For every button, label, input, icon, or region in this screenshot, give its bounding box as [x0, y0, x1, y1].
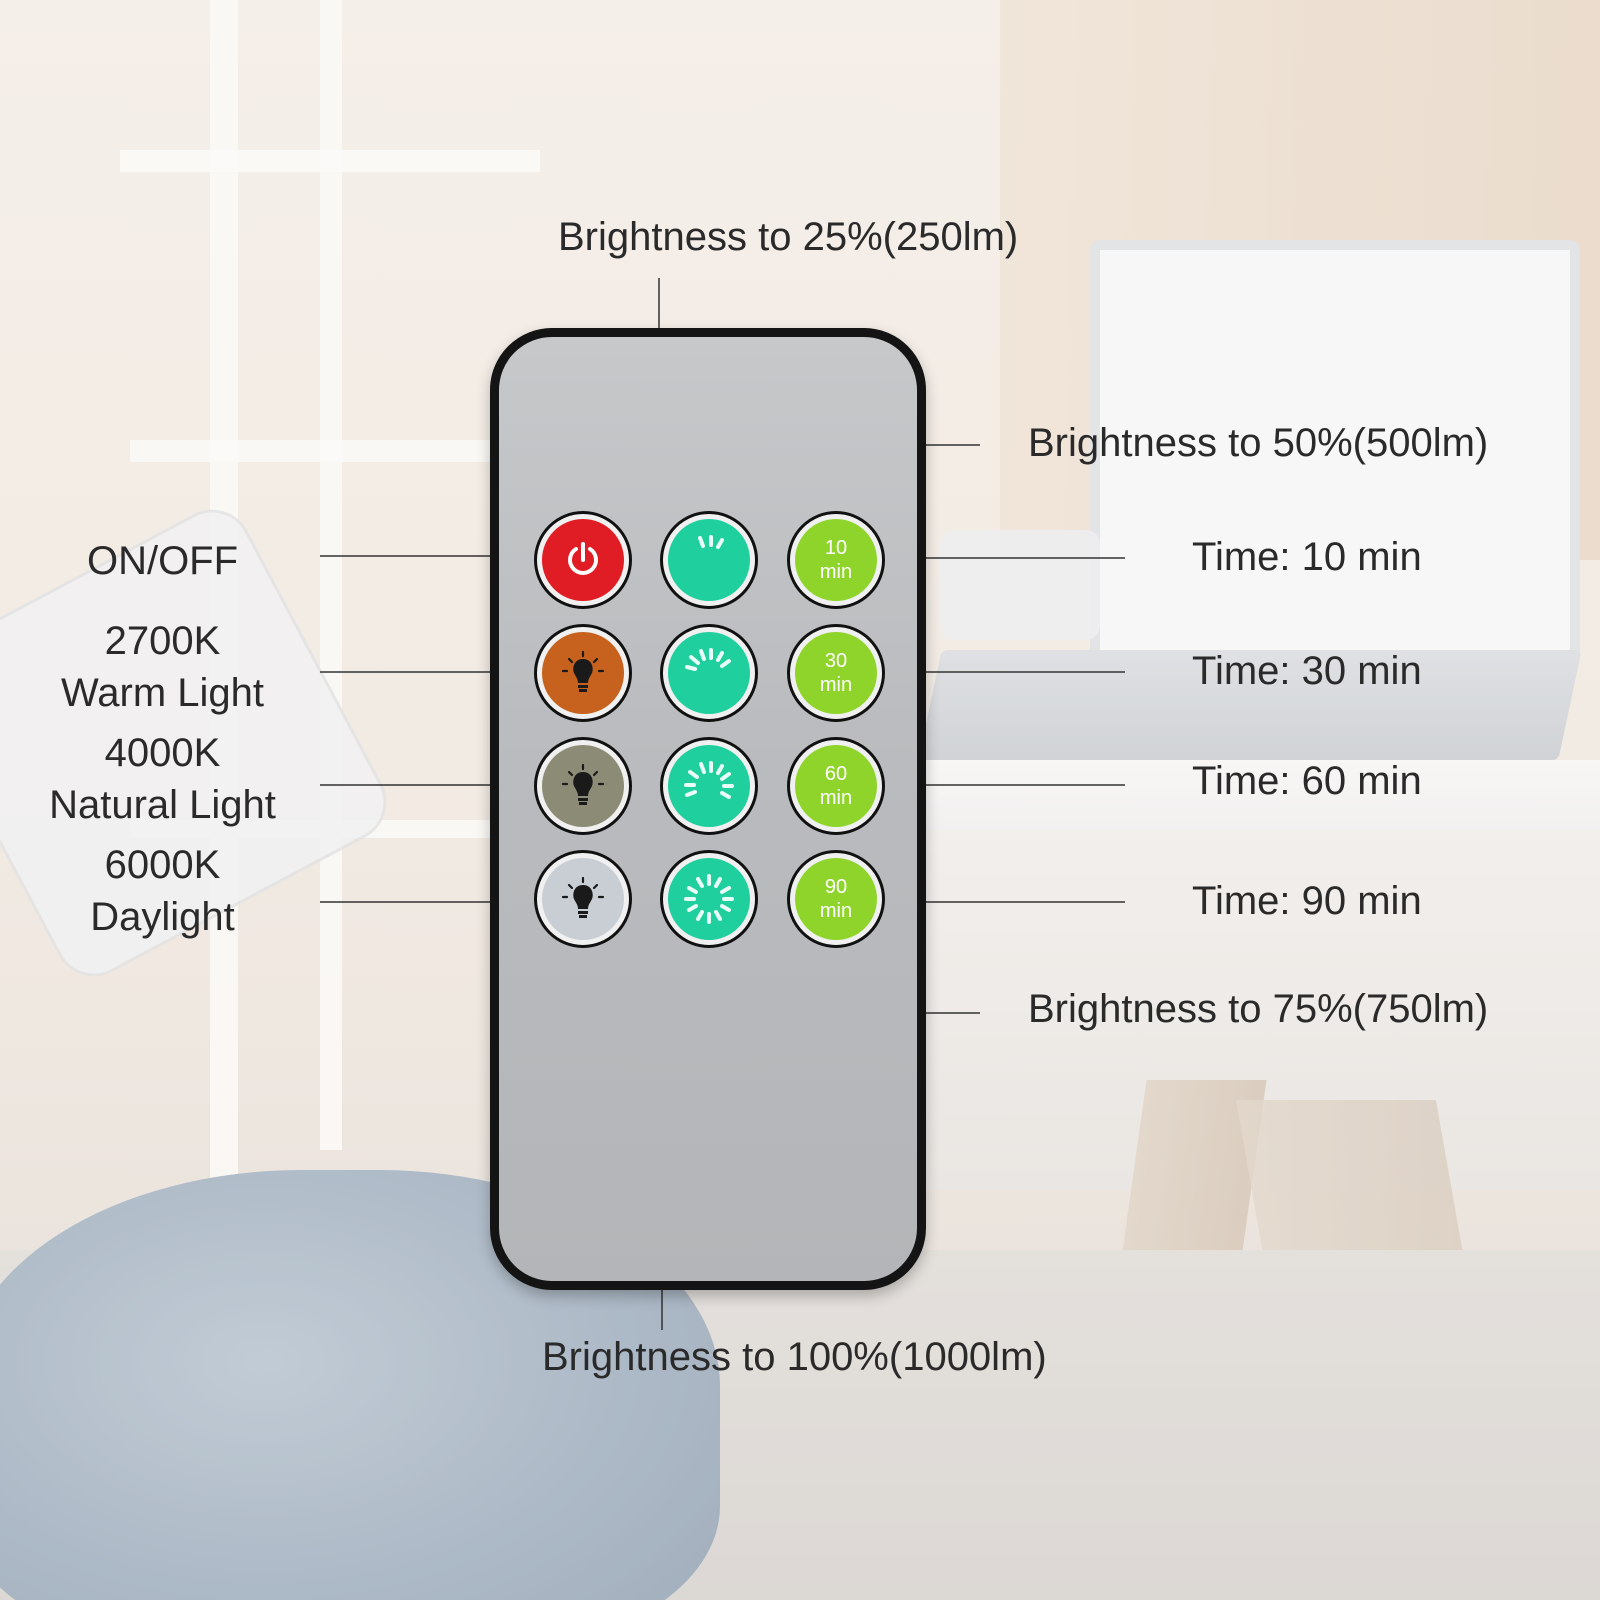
- brightness-100-button[interactable]: [660, 850, 758, 948]
- power-icon: [568, 542, 598, 575]
- brightness-75-button[interactable]: [660, 737, 758, 835]
- power-button[interactable]: [534, 511, 632, 609]
- warm-light-button[interactable]: [534, 624, 632, 722]
- natural-light-button[interactable]: [534, 737, 632, 835]
- bg-shelf-post: [320, 0, 342, 1150]
- label-warm-temp: 2700K: [104, 619, 221, 663]
- label-daylight-name: Daylight: [90, 895, 235, 939]
- brightness-50-button[interactable]: [660, 624, 758, 722]
- label-natural-name: Natural Light: [49, 783, 276, 827]
- label-time-90: Time: 90 min: [1192, 879, 1422, 923]
- bg-shelf-board: [130, 440, 530, 462]
- brightness-rays-icon: [684, 761, 734, 799]
- label-brightness-25: Brightness to 25%(250lm): [558, 215, 1019, 259]
- label-onoff: ON/OFF: [86, 539, 239, 583]
- brightness-rays-icon: [684, 874, 734, 924]
- brightness-rays-icon: [685, 648, 731, 671]
- daylight-button[interactable]: [534, 850, 632, 948]
- brightness-25-button[interactable]: [660, 511, 758, 609]
- label-brightness-100: Brightness to 100%(1000lm): [542, 1335, 1047, 1379]
- label-warm-name: Warm Light: [60, 671, 264, 715]
- label-brightness-50: Brightness to 50%(500lm): [1028, 421, 1489, 465]
- label-brightness-75: Brightness to 75%(750lm): [1028, 987, 1489, 1031]
- label-time-30: Time: 30 min: [1192, 649, 1422, 693]
- brightness-rays-icon: [698, 535, 724, 549]
- label-daylight-temp: 6000K: [104, 843, 221, 887]
- label-time-10: Time: 10 min: [1192, 535, 1422, 579]
- lightbulb-icon: [561, 876, 605, 918]
- lightbulb-icon: [561, 650, 605, 692]
- label-natural-temp: 4000K: [104, 731, 221, 775]
- lightbulb-icon: [561, 763, 605, 805]
- bg-shelf-board: [120, 150, 540, 172]
- label-time-60: Time: 60 min: [1192, 759, 1422, 803]
